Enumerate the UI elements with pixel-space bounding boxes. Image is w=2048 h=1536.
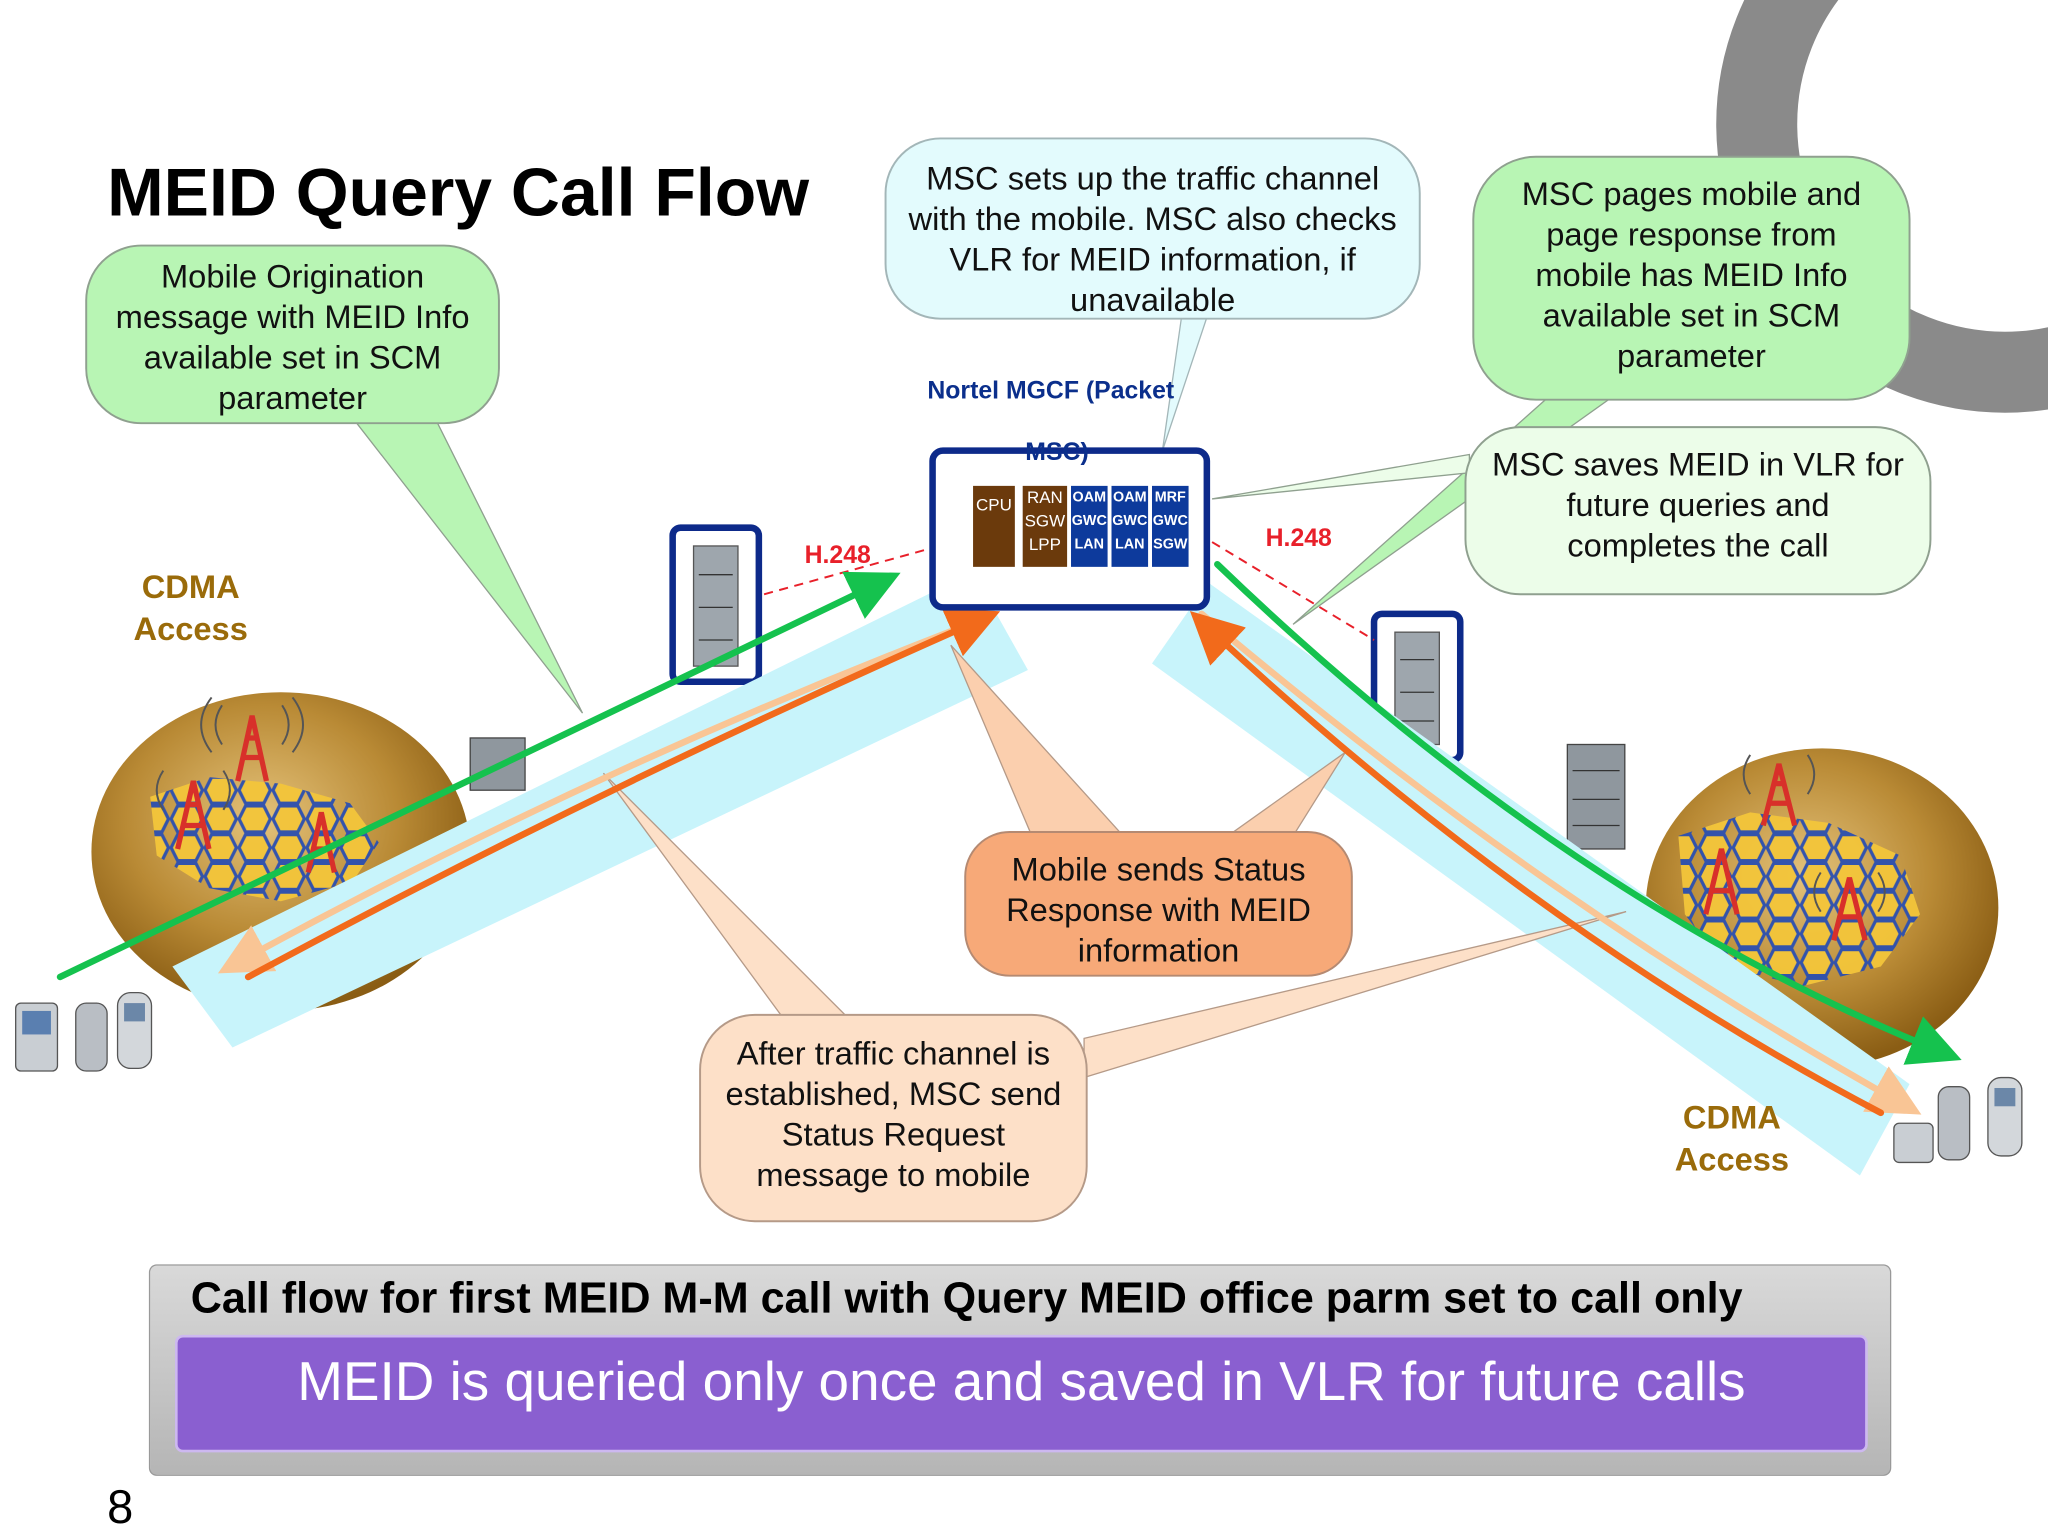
handset-icons-right <box>1893 1076 2023 1164</box>
callout-saves-meid: MSC saves MEID in VLR for future queries… <box>1491 446 1904 565</box>
msc-card-oam-2: OAM GWC LAN <box>1111 485 1149 567</box>
callout-status-request-box <box>699 1013 1088 1223</box>
page-number: 8 <box>107 1479 134 1534</box>
peach-arrow-right <box>1198 610 1922 1115</box>
green-arrow-origination <box>56 571 901 981</box>
cdma-access-left: CDMA Access <box>125 567 256 651</box>
flow-arrows <box>56 560 1962 1117</box>
callout-status-response: Mobile sends Status Response with MEID i… <box>1006 851 1311 970</box>
msc-card-oam-1: OAM GWC LAN <box>1071 485 1108 567</box>
footer-banner <box>175 1334 1868 1453</box>
server-rack-left <box>669 524 763 686</box>
cdma-right-line2: Access <box>1674 1141 1790 1179</box>
cdma-access-right: CDMA Access <box>1667 1097 1798 1181</box>
msc-card-cpu: CPU <box>973 485 1015 567</box>
cdma-left-line2: Access <box>133 611 248 648</box>
bts-equipment-right <box>1566 743 1626 850</box>
callout-pointers <box>351 312 1627 1079</box>
h248-label-left: H.248 <box>804 542 871 570</box>
callout-saves-meid-box <box>1464 426 1932 596</box>
slide-title: MEID Query Call Flow <box>107 155 810 232</box>
callout-origination-box <box>85 244 500 425</box>
orange-arrow-right <box>1189 610 1885 1117</box>
nortel-label-line2: MSC) <box>1025 438 1089 467</box>
callout-origination: Mobile Origination message with MEID Inf… <box>115 258 470 417</box>
callout-status-response-box <box>964 831 1353 977</box>
handset-icons-left <box>15 991 153 1072</box>
cdma-left-line1: CDMA <box>141 569 240 607</box>
callout-traffic-channel-box <box>884 137 1421 320</box>
footer-caption: Call flow for first MEID M-M call with Q… <box>190 1273 1743 1322</box>
footer-banner-text: MEID is queried only once and saved in V… <box>297 1350 1746 1412</box>
msc-card-mrf: MRF GWC SGW <box>1151 485 1189 567</box>
peach-arrow-left <box>217 621 973 974</box>
cdma-right-line1: CDMA <box>1682 1099 1781 1137</box>
callout-traffic-channel: MSC sets up the traffic channel with the… <box>908 160 1397 319</box>
callout-pages-mobile-box <box>1472 155 1911 401</box>
nortel-label-line1: Nortel MGCF (Packet <box>927 377 1175 405</box>
callout-boxes <box>85 137 1932 1223</box>
msc-card-ran: RAN SGW LPP <box>1022 485 1068 567</box>
h248-links <box>763 541 1375 641</box>
green-arrow-termination <box>1214 560 1962 1065</box>
callout-status-request: After traffic channel is established, MS… <box>725 1035 1062 1194</box>
h248-label-right: H.248 <box>1265 525 1332 553</box>
callout-pages-mobile: MSC pages mobile and page response from … <box>1521 176 1862 375</box>
orange-arrow-left <box>244 608 1001 981</box>
